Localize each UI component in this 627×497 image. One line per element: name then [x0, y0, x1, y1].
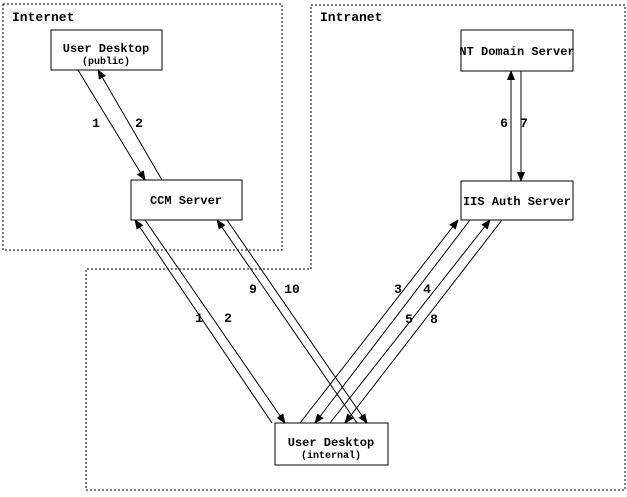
edge-1-public-desktop-to-ccm	[77, 69, 146, 181]
edge-10-ccm-to-internal-desktop	[226, 219, 368, 424]
edge-3-internal-desktop-to-iis	[299, 219, 459, 424]
edge-label-1-public: 1	[92, 116, 100, 131]
intranet-zone-label: Intranet	[320, 10, 382, 25]
internet-zone-border	[2, 3, 283, 251]
edge-label-5: 5	[405, 312, 413, 327]
user-desktop-internal-title: User Desktop	[288, 436, 374, 450]
edge-label-8: 8	[430, 312, 438, 327]
user-desktop-public-title: User Desktop	[63, 42, 149, 56]
edge-label-10: 10	[284, 282, 300, 297]
node-iis-auth-server: IIS Auth Server	[460, 180, 574, 221]
user-desktop-internal-subtitle: (internal)	[301, 450, 361, 462]
edge-label-4: 4	[423, 282, 431, 297]
edge-9-internal-desktop-to-ccm	[216, 219, 358, 424]
edge-label-2-public: 2	[135, 116, 143, 131]
edge-2-ccm-to-internal-desktop	[144, 219, 286, 424]
node-ccm-server: CCM Server	[130, 179, 243, 221]
node-user-desktop-public: User Desktop (public)	[50, 29, 163, 71]
node-user-desktop-internal: User Desktop (internal)	[274, 422, 389, 466]
edge-label-7: 7	[520, 116, 528, 131]
edge-8-iis-to-internal-desktop	[344, 219, 503, 424]
edge-4-iis-to-internal-desktop	[314, 219, 471, 424]
user-desktop-internal-box	[274, 422, 389, 466]
iis-auth-server-box	[460, 180, 574, 221]
nt-domain-server-box	[460, 29, 574, 72]
edge-2-ccm-to-public-desktop	[97, 69, 163, 181]
nt-domain-server-title: NT Domain Server	[459, 45, 574, 59]
edge-label-9: 9	[249, 282, 257, 297]
edge-5-internal-desktop-to-iis	[329, 219, 491, 424]
edge-label-6: 6	[500, 116, 508, 131]
iis-auth-server-title: IIS Auth Server	[463, 195, 571, 209]
intranet-zone-border	[85, 4, 626, 491]
edge-label-3: 3	[394, 282, 402, 297]
edge-1-internal-desktop-to-ccm	[134, 219, 273, 424]
internet-zone-label: Internet	[12, 10, 74, 25]
node-nt-domain-server: NT Domain Server	[459, 29, 575, 72]
user-desktop-public-subtitle: (public)	[82, 56, 130, 68]
ccm-server-box	[130, 179, 243, 221]
ccm-server-title: CCM Server	[150, 194, 222, 208]
user-desktop-public-box	[50, 29, 163, 71]
edge-label-1-internal: 1	[195, 311, 203, 326]
edge-label-2-internal: 2	[224, 311, 232, 326]
